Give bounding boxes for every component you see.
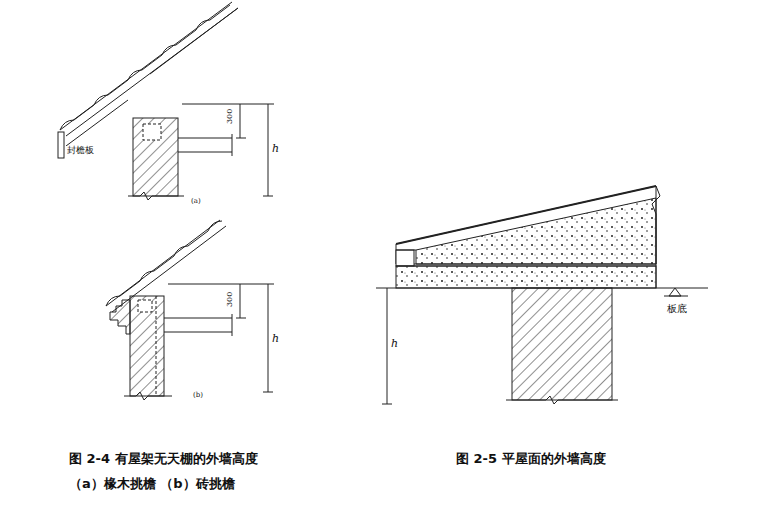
figure-caption: 图 2-4 有屋架无天棚的外墙高度 — [68, 452, 259, 466]
part-name: 板底 — [666, 303, 688, 314]
sub-figure-label: (b) — [192, 392, 204, 400]
sub-figure-label: (a) — [190, 198, 202, 206]
dimension: h — [271, 333, 280, 345]
figure-a — [58, 2, 274, 200]
figure-caption: （a）椽木挑檐 （b）砖挑檐 — [68, 477, 236, 491]
part-name: 封檐板 — [66, 146, 95, 156]
flat-roof-figure — [376, 186, 708, 404]
dimension: 300 — [226, 108, 235, 125]
dimension: h — [271, 143, 280, 155]
figure-caption: 图 2-5 平屋面的外墙高度 — [455, 452, 607, 466]
dimension: 300 — [226, 291, 235, 308]
figure-b — [106, 220, 274, 400]
dimension: h — [390, 338, 399, 350]
